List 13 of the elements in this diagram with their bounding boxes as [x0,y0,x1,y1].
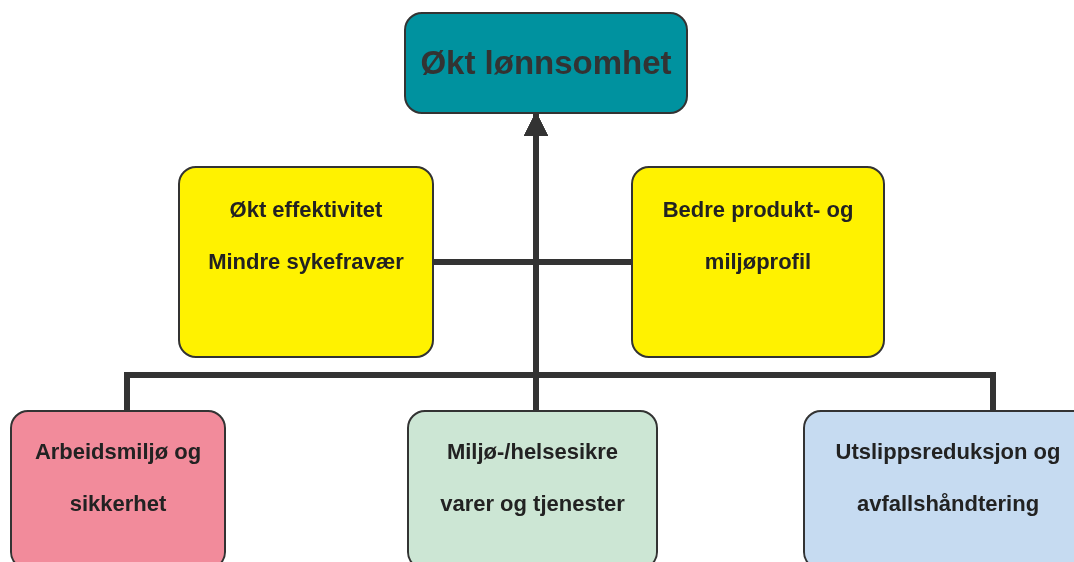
factor-box [407,410,658,562]
box-text: Miljø-/helsesikre varer og tjenester [439,438,626,518]
factor-box [10,410,226,562]
factor-box [803,410,1074,562]
box-text: Arbeidsmiljø og sikkerhet [33,438,203,518]
factor-box [631,166,885,358]
factor-box [178,166,434,358]
goal-box [404,12,688,114]
box-text: Utslippsreduksjon og avfallshåndtering [834,438,1062,518]
box-text: Mindre sykefravær [208,248,404,276]
box-text: Økt effektivitet [229,196,383,224]
box-text: Bedre produkt- og miljøprofil [661,196,855,276]
box-text: Økt lønnsomhet [420,43,672,83]
